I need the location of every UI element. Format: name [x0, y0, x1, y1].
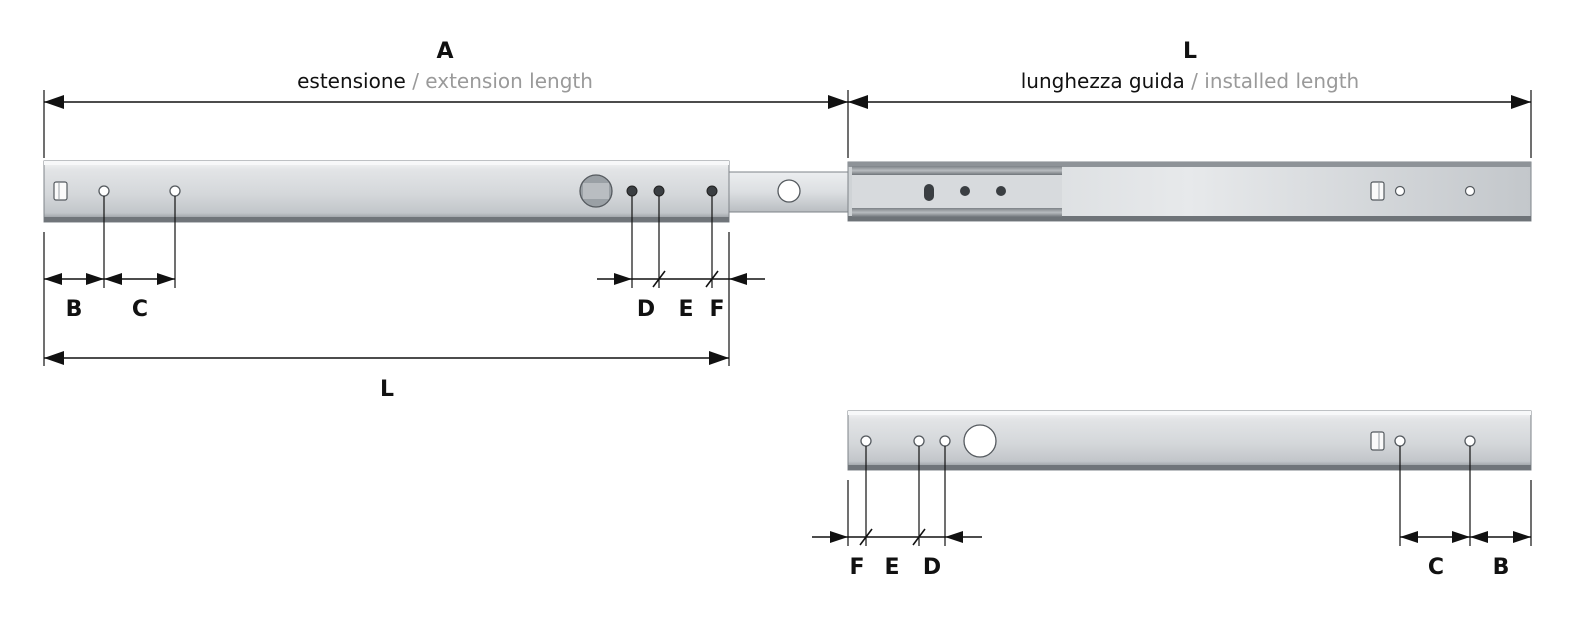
mounting-hole-f: [706, 185, 718, 197]
label-e: E: [678, 297, 693, 322]
intermediate-hole: [777, 179, 801, 203]
outer-member-body: [43, 160, 730, 223]
label-b: B: [66, 297, 83, 322]
extended-slide: [43, 160, 1532, 223]
dimension-a-group: A estensione / extension length: [43, 39, 849, 158]
lower-tab-slot-icon: [1370, 431, 1385, 451]
dimension-l-top-caption: lunghezza guida / installed length: [1021, 69, 1360, 93]
label-lower-f: F: [849, 555, 864, 580]
label-lower-e: E: [884, 555, 899, 580]
label-lower-d: D: [923, 555, 941, 580]
dimension-l-top-caption-sep: /: [1185, 69, 1204, 93]
outer-member-bottom-lip: [44, 217, 729, 222]
slot-hole: [924, 184, 934, 201]
tick-f-left: [705, 270, 719, 288]
dimension-a-letter: A: [436, 39, 453, 64]
outer-member-top-lip: [44, 161, 729, 165]
lower-hole-e: [913, 435, 925, 447]
cabinet-member-extended: [847, 161, 1532, 222]
outer-member-extended: [43, 160, 730, 223]
label-d: D: [637, 297, 655, 322]
dimension-a-arrow-left: [44, 95, 64, 109]
dimension-l-top-caption-en: installed length: [1204, 69, 1359, 93]
bearing-cage-bottom: [852, 208, 1062, 217]
bearing-cage-top: [852, 166, 1062, 175]
tick-lower-e: [912, 528, 926, 546]
mounting-hole-b: [98, 185, 110, 197]
dimension-l-top-arrow-right: [1511, 95, 1531, 109]
lower-hole-b: [1464, 435, 1476, 447]
label-l-upper: L: [380, 377, 394, 402]
cabinet-rail-lower-body: [847, 410, 1532, 471]
dimension-a-caption-sep: /: [406, 69, 425, 93]
dimension-a-caption: estensione / extension length: [297, 69, 593, 93]
label-lower-c: C: [1428, 555, 1444, 580]
label-lower-b: B: [1493, 555, 1510, 580]
dimension-l-top-arrow-left: [848, 95, 868, 109]
label-c: C: [132, 297, 148, 322]
mounting-hole-e: [653, 185, 665, 197]
lower-hole-d: [939, 435, 951, 447]
inner-dark-hole-1: [960, 186, 970, 196]
dimension-a-arrow-right: [828, 95, 848, 109]
mounting-hole-d: [626, 185, 638, 197]
dimension-l-top-group: L lunghezza guida / installed length: [848, 39, 1532, 158]
upper-rail-dimensions: B C D E F L: [43, 196, 765, 402]
tab-slot-right-icon: [1370, 181, 1385, 201]
lower-access-hole: [963, 424, 997, 458]
inner-dark-hole-2: [996, 186, 1006, 196]
lower-rail-dimensions: F E D C B: [812, 446, 1532, 580]
cabinet-rail-lower: [847, 410, 1532, 471]
lower-hole-c: [1394, 435, 1406, 447]
lower-hole-f: [860, 435, 872, 447]
dimension-l-top-caption-it: lunghezza guida: [1021, 69, 1185, 93]
dimension-a-caption-en: extension length: [425, 69, 593, 93]
dimension-l-top-letter: L: [1183, 39, 1197, 64]
dimension-a-caption-it: estensione: [297, 69, 406, 93]
label-f: F: [709, 297, 724, 322]
tick-lower-f: [859, 528, 873, 546]
tick-e-left: [652, 270, 666, 288]
tab-slot-icon: [53, 181, 68, 201]
mounting-hole-c: [169, 185, 181, 197]
